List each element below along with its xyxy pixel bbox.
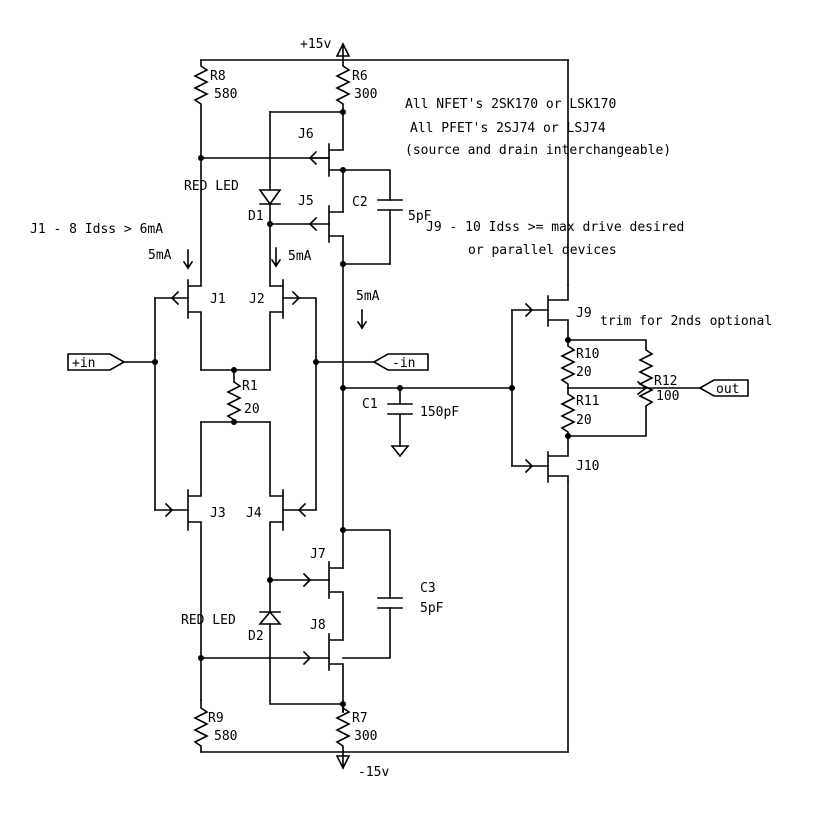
resistor-r12-trimmer xyxy=(567,339,701,437)
c2-ref: C2 xyxy=(352,195,368,210)
note-trim: trim for 2nds optional xyxy=(600,314,772,329)
jfet-j6 xyxy=(198,111,344,177)
resistor-r11 xyxy=(560,387,576,439)
j7-c3-node xyxy=(340,527,391,599)
j1-ref: J1 xyxy=(210,292,226,307)
plus-in-wiring xyxy=(123,297,158,511)
note-pfets: All PFET's 2SJ74 or LSJ74 xyxy=(410,121,606,136)
positive-supply-symbol xyxy=(335,42,351,61)
resistor-r8 xyxy=(193,59,209,159)
port-plus-in[interactable]: +in xyxy=(67,353,126,371)
capacitor-c3 xyxy=(342,597,403,659)
port-out-label: out xyxy=(716,382,739,397)
j10-ref: J10 xyxy=(576,459,599,474)
port-minus-in-label: -in xyxy=(392,356,415,371)
j7-ref: J7 xyxy=(310,547,326,562)
jfet-j2 xyxy=(269,279,317,371)
r1-ref: R1 xyxy=(242,379,258,394)
note-j9-10-line1: J9 - 10 Idss >= max drive desired xyxy=(426,220,684,235)
r6-ref: R6 xyxy=(352,69,368,84)
j3-ref: J3 xyxy=(210,506,226,521)
negative-supply-label: -15v xyxy=(358,765,389,780)
c3-ref: C3 xyxy=(420,581,436,596)
top-rail-wiring xyxy=(200,59,569,286)
jfet-j3 xyxy=(154,421,202,701)
d1-led-label: RED LED xyxy=(184,179,239,194)
j4-ref: J4 xyxy=(246,506,262,521)
diode-d2 xyxy=(258,610,344,705)
bottom-rail-wiring xyxy=(200,481,569,753)
j1-j2-common-node xyxy=(200,367,271,373)
resistor-r9 xyxy=(193,699,209,753)
r8-value: 580 xyxy=(214,87,237,102)
note-interchange: (source and drain interchangeable) xyxy=(405,143,671,158)
current-label-j1: 5mA xyxy=(148,248,172,263)
r8-ref: R8 xyxy=(210,69,226,84)
resistor-r1 xyxy=(226,369,242,423)
current-label-c: 5mA xyxy=(356,289,380,304)
resistor-r10 xyxy=(560,337,576,389)
j5-drain-node xyxy=(340,261,391,389)
d2-led-label: RED LED xyxy=(181,613,236,628)
capacitor-c1 xyxy=(387,387,413,458)
c1-ref: C1 xyxy=(362,397,378,412)
j3-j4-common-node xyxy=(200,419,271,425)
current-arrow-c xyxy=(356,309,368,330)
r12-ref: R12 xyxy=(654,374,677,389)
r6-value: 300 xyxy=(354,87,377,102)
jfet-j1 xyxy=(154,157,202,371)
r7-ref: R7 xyxy=(352,711,368,726)
r7-value: 300 xyxy=(354,729,377,744)
d1-ref: D1 xyxy=(248,209,264,224)
jfet-j8 xyxy=(198,633,346,713)
jfet-j10 xyxy=(511,435,569,483)
j6-j5-node xyxy=(340,167,391,213)
positive-supply-label: +15v xyxy=(300,37,331,52)
minus-in-wiring xyxy=(313,359,375,511)
port-out[interactable]: out xyxy=(698,379,749,397)
jfet-j4 xyxy=(269,421,317,613)
d2-ref: D2 xyxy=(248,629,264,644)
r9-ref: R9 xyxy=(208,711,224,726)
note-nfets: All NFET's 2SK170 or LSK170 xyxy=(405,97,616,112)
port-minus-in[interactable]: -in xyxy=(372,353,429,371)
j5-ref: J5 xyxy=(298,194,314,209)
r12-value: 100 xyxy=(656,389,679,404)
r9-value: 580 xyxy=(214,729,237,744)
j2-ref: J2 xyxy=(249,292,265,307)
j6-ref: J6 xyxy=(298,127,314,142)
negative-supply-symbol xyxy=(335,751,351,770)
r1-value: 20 xyxy=(244,402,260,417)
jfet-j9 xyxy=(511,284,569,341)
resistor-r6 xyxy=(335,59,351,113)
r10-ref: R10 xyxy=(576,347,599,362)
c1-value: 150pF xyxy=(420,405,459,420)
port-plus-in-label: +in xyxy=(72,356,95,371)
r11-value: 20 xyxy=(576,413,592,428)
current-arrow-j2 xyxy=(270,247,282,268)
j9-ref: J9 xyxy=(576,306,592,321)
resistor-r7 xyxy=(335,706,351,753)
c2-value: 5pF xyxy=(408,209,432,224)
j8-ref: J8 xyxy=(310,618,326,633)
jfet-j7 xyxy=(267,561,344,641)
current-arrow-j1 xyxy=(182,249,194,270)
capacitor-c2 xyxy=(377,199,403,265)
c3-value: 5pF xyxy=(420,601,444,616)
r11-ref: R11 xyxy=(576,394,599,409)
note-j1-8: J1 - 8 Idss > 6mA xyxy=(30,222,163,237)
current-label-j2: 5mA xyxy=(288,249,312,264)
note-j9-10-line2: or parallel devices xyxy=(468,243,617,258)
diode-d1 xyxy=(258,189,282,287)
r10-value: 20 xyxy=(576,365,592,380)
